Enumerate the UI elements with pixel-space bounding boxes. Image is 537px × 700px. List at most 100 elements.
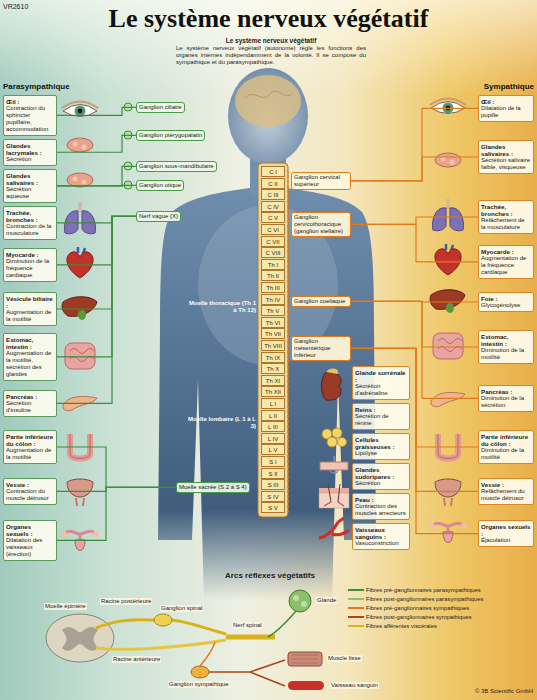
ganglion-label: Ganglion coeliaque — [291, 296, 351, 307]
node-text: Sécrétion d'adrénaline — [355, 383, 407, 397]
head — [228, 68, 308, 164]
organ-box: Vésicule biliaire :Augmentation de la mo… — [3, 292, 57, 326]
organ-heading: Estomac, intestin : — [481, 333, 531, 347]
parasympathetic-fiber — [57, 487, 176, 491]
node-text: Sécrétion aqueuse — [6, 186, 54, 200]
legend-text: Fibres afférentes viscérales — [366, 623, 437, 629]
illustration-part — [62, 102, 98, 117]
spinal-segment: S II — [261, 468, 285, 479]
organ-box: Pancréas :Sécrétion d'insuline — [3, 390, 57, 417]
node-text: Contraction des muscles arrecteurs — [355, 503, 407, 517]
section-heading: Sympathique — [484, 82, 534, 91]
parasympathetic-fiber — [57, 216, 136, 403]
organ-heading: Vésicule biliaire : — [6, 295, 54, 309]
organ-box: Foie :Glycogénolyse — [478, 292, 534, 312]
spinal-segment: Th III — [261, 282, 285, 293]
legend-row: Fibres afférentes viscérales — [348, 622, 483, 631]
illustration-part — [438, 434, 458, 459]
node-text: Sécrétion salivaire faible, visqueuse — [481, 157, 531, 171]
spinal-segment: L III — [261, 421, 285, 432]
illustration-part — [435, 153, 461, 167]
illustration-part — [348, 625, 364, 627]
parasympathetic-fiber — [57, 216, 136, 264]
node-text: Sécrétion de rénine — [355, 413, 407, 427]
part-label: Glande — [316, 597, 337, 604]
organ-box: Glandes lacrymales :Sécrétion — [3, 139, 57, 166]
illustration-part — [435, 244, 461, 275]
legend: Fibres pré-ganglionnaires parasympathiqu… — [348, 586, 483, 631]
legend-row: Fibres pré-ganglionnaires parasympathiqu… — [348, 586, 483, 595]
organ-box: Trachée, bronches :Contraction de la mus… — [3, 206, 57, 240]
organ-box: Trachée, bronches :Relâchement de la mus… — [478, 200, 534, 234]
legend-row: Fibres pré-ganglionnaires sympathiques — [348, 604, 483, 613]
organ-heading: Pancréas : — [481, 388, 531, 395]
node-text: Augmentation de la motilité — [6, 309, 54, 323]
node-text: Diminution de la fréquence cardiaque — [6, 258, 54, 279]
illustration-part — [154, 614, 172, 626]
node-text: Sécrétion d'insuline — [6, 400, 54, 414]
ganglion-label: Ganglion ptérygopalatin — [136, 130, 205, 141]
spinal-segment: Th X — [261, 363, 285, 374]
spinal-segment: Th IV — [261, 294, 285, 305]
illustration-part — [431, 392, 465, 406]
organ-box: Reins :Sécrétion de rénine — [352, 403, 410, 430]
intro-text: Le système nerveux végétatif (autonome) … — [176, 45, 366, 66]
part-label: Nerf spinal — [232, 622, 263, 629]
node-text: Vasoconstriction — [355, 540, 407, 547]
node-text: Contraction de la musculature — [6, 223, 54, 237]
organ-box: Pancréas :Diminution de la sécrétion — [478, 385, 534, 412]
organ-box: Estomac, intestin :Augmentation de la mo… — [3, 333, 57, 381]
sympathetic-fiber — [351, 301, 478, 398]
sympathetic-fiber — [351, 301, 478, 347]
illustration-part — [301, 601, 307, 607]
organ-heading: Glande surrénale : — [355, 369, 407, 383]
spinal-segment: Th I — [261, 259, 285, 270]
node-text: Dilatation de la pupille — [481, 105, 531, 119]
spinal-segment: Th V — [261, 305, 285, 316]
organ-heading: Estomac, intestin : — [6, 336, 54, 350]
organ-box: Partie inférieure du côlon :Diminution d… — [478, 430, 534, 464]
organ-box: Glandes sudoripares :Sécrétion — [352, 463, 410, 490]
subtitle: Arcs réflexes végétatifs — [150, 571, 390, 580]
illustration-part — [200, 642, 215, 666]
illustration-part — [67, 173, 93, 187]
spinal-segment: C I — [261, 166, 285, 177]
node-text: Ganglion ciliaire — [139, 104, 182, 111]
organ-heading: Glandes sudoripares : — [355, 466, 407, 480]
ganglion-label: Ganglion cervical supérieur — [291, 172, 351, 190]
legend-text: Fibres pré-ganglionnaires parasympathiqu… — [366, 587, 481, 593]
illustration-part — [292, 655, 318, 663]
illustration-part — [319, 518, 349, 538]
copyright: © 3B Scientific GmbH — [475, 688, 533, 695]
illustration-part — [433, 333, 463, 359]
parasympathetic-fiber — [57, 107, 136, 115]
part-label: Vaisseau sanguin — [330, 682, 379, 689]
spinal-segment: C II — [261, 178, 285, 189]
node-text: Sécrétion — [355, 480, 407, 487]
organ-heading: Glandes salivaires : — [481, 143, 531, 157]
illustration-part — [429, 523, 467, 543]
illustration-part — [191, 666, 209, 678]
illustration-part — [430, 290, 465, 313]
illustration-part — [320, 456, 348, 473]
node-text: Diminution de la motilité — [481, 347, 531, 361]
spinal-segment: L V — [261, 444, 285, 455]
part-label: Ganglion sympathique — [168, 681, 230, 688]
illustration-part — [435, 479, 461, 506]
node-text: Sécrétion — [6, 156, 54, 163]
organ-box: Vaisseaux sanguins :Vasoconstriction — [352, 523, 410, 550]
node-text: Relâchement du muscle détrusor — [481, 488, 531, 502]
illustration-part — [293, 595, 299, 601]
organ-box: Organes sexuels :Dilatation des vaisseau… — [3, 520, 57, 561]
illustration-part — [348, 616, 364, 618]
illustration-part — [245, 91, 292, 98]
organ-box: Glandes salivaires :Sécrétion aqueuse — [3, 169, 57, 203]
organ-box: Vessie :Relâchement du muscle détrusor — [478, 478, 534, 505]
spinal-segment: S V — [261, 502, 285, 513]
poster-title: Le système nerveux végétatif — [0, 4, 537, 34]
organ-heading: Œil : — [481, 98, 531, 105]
spinal-segment: Th VIII — [261, 340, 285, 351]
illustration-part — [67, 138, 93, 152]
parasympathetic-fiber — [57, 487, 176, 540]
sympathetic-fiber — [351, 224, 478, 262]
